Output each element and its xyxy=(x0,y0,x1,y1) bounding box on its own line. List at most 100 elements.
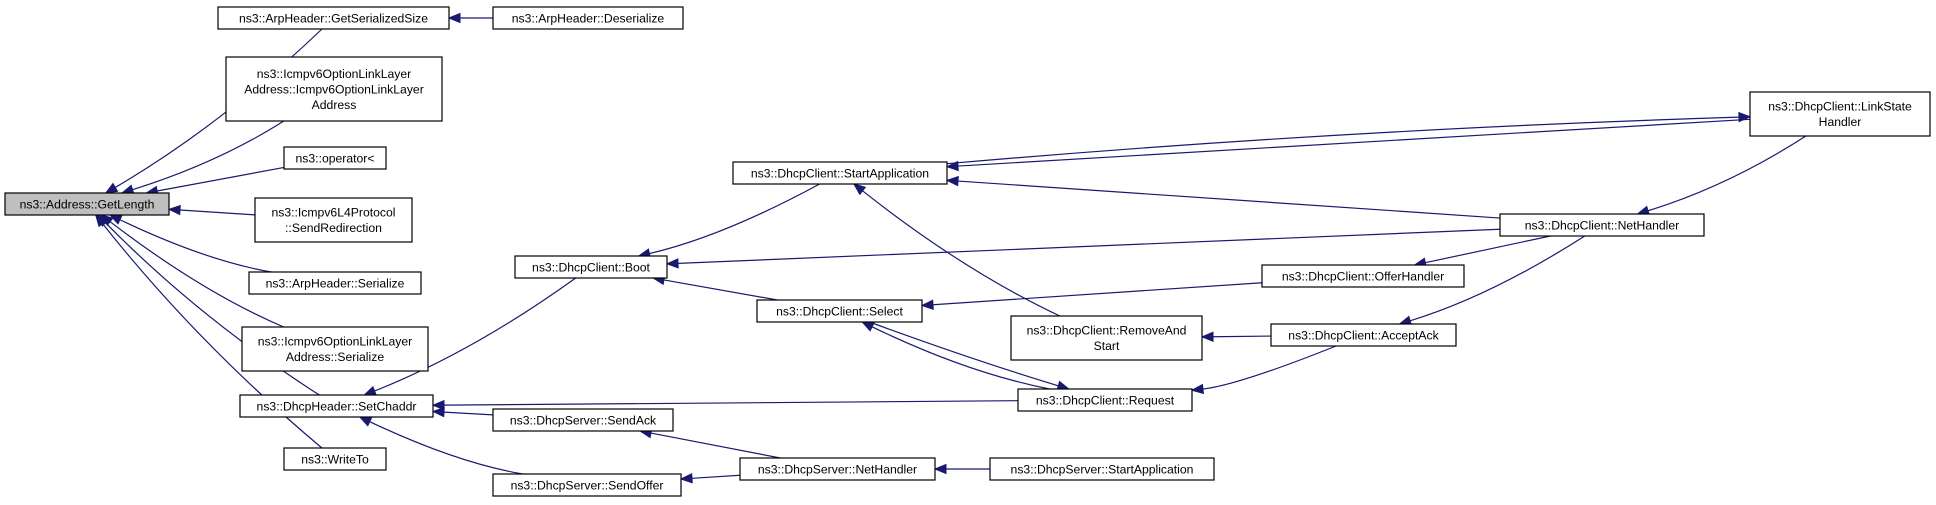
edge-line xyxy=(1425,235,1551,264)
node-label: ns3::WriteTo xyxy=(301,452,369,466)
node-box xyxy=(1017,388,1193,412)
edge-acceptack-to-request xyxy=(1190,345,1337,395)
node-label: ns3::DhcpClient::AcceptAck xyxy=(1288,328,1439,342)
edge-line xyxy=(102,223,323,449)
edge-sendredir-to-getlength xyxy=(167,204,256,216)
edge-line xyxy=(932,282,1263,306)
node-label: ns3::DhcpServer::NetHandler xyxy=(758,462,917,476)
arrowhead xyxy=(94,213,107,228)
node-arpdeser[interactable]: ns3::ArpHeader::Deserialize xyxy=(492,6,684,30)
node-label: ns3::Icmpv6OptionLinkLayer xyxy=(257,67,411,81)
node-offerhandler[interactable]: ns3::DhcpClient::OfferHandler xyxy=(1261,264,1465,288)
node-startapp[interactable]: ns3::DhcpClient::StartApplication xyxy=(732,161,948,185)
node-label: ns3::DhcpClient::Request xyxy=(1036,393,1175,407)
nodes-layer: ns3::Address::GetLength ns3::ArpHeader::G… xyxy=(4,6,1931,497)
edge-line xyxy=(946,116,1740,165)
node-box xyxy=(217,6,450,30)
node-box xyxy=(732,161,948,185)
node-label: Start xyxy=(1094,339,1120,353)
edge-line xyxy=(1647,135,1807,212)
edge-line xyxy=(1409,235,1586,322)
node-sendack[interactable]: ns3::DhcpServer::SendAck xyxy=(492,408,674,432)
node-label: ns3::DhcpClient::OfferHandler xyxy=(1282,269,1444,283)
node-acceptack[interactable]: ns3::DhcpClient::AcceptAck xyxy=(1270,323,1457,347)
edge-removeandstart-to-startapp xyxy=(852,183,1061,317)
node-label: ns3::DhcpServer::StartApplication xyxy=(1011,462,1194,476)
node-srvnethandler[interactable]: ns3::DhcpServer::NetHandler xyxy=(739,457,936,481)
node-label: ns3::DhcpHeader::SetChaddr xyxy=(257,399,417,413)
node-label: ns3::DhcpClient::RemoveAnd xyxy=(1027,324,1187,338)
node-label: ns3::Icmpv6OptionLinkLayer xyxy=(258,335,412,349)
node-label: ns3::DhcpClient::Select xyxy=(776,304,903,318)
edge-line xyxy=(114,28,323,188)
edge-arpgetsize-to-getlength xyxy=(104,28,323,194)
node-arpgetsize[interactable]: ns3::ArpHeader::GetSerializedSize xyxy=(217,6,450,30)
node-select[interactable]: ns3::DhcpClient::Select xyxy=(756,299,923,323)
node-writeto[interactable]: ns3::WriteTo xyxy=(283,447,387,471)
node-label: ns3::ArpHeader::Serialize xyxy=(266,276,405,290)
edge-arpdeser-to-arpgetsize xyxy=(447,12,493,24)
node-request[interactable]: ns3::DhcpClient::Request xyxy=(1017,388,1193,412)
node-box xyxy=(248,271,422,295)
node-setchaddr[interactable]: ns3::DhcpHeader::SetChaddr xyxy=(239,394,434,418)
node-label: Address xyxy=(312,98,357,112)
node-box xyxy=(283,447,387,471)
node-label: ns3::DhcpServer::SendOffer xyxy=(511,478,664,492)
node-box xyxy=(1749,91,1931,137)
node-label: ns3::operator< xyxy=(296,151,375,165)
node-label: ns3::Icmpv6L4Protocol xyxy=(272,206,396,220)
node-nethandler[interactable]: ns3::DhcpClient::NetHandler xyxy=(1499,213,1705,237)
arrowhead xyxy=(167,204,181,216)
arrowhead xyxy=(1200,331,1214,342)
node-sendredir[interactable]: ns3::Icmpv6L4Protocol::SendRedirection xyxy=(254,197,413,243)
node-oplt[interactable]: ns3::operator< xyxy=(283,146,387,170)
node-sendoffer[interactable]: ns3::DhcpServer::SendOffer xyxy=(492,473,682,497)
node-arpser[interactable]: ns3::ArpHeader::Serialize xyxy=(248,271,422,295)
edge-boot-to-setchaddr xyxy=(363,277,577,396)
edge-sendack-to-setchaddr xyxy=(431,406,494,418)
node-label: ns3::DhcpClient::LinkState xyxy=(1768,100,1912,114)
edge-linkstate-to-startapp xyxy=(945,118,1751,172)
edge-line xyxy=(871,326,1050,390)
edge-startapp-to-linkstate xyxy=(946,111,1752,165)
node-label: ns3::DhcpServer::SendAck xyxy=(510,413,657,427)
edge-line xyxy=(374,277,577,392)
arrowhead xyxy=(431,406,445,418)
edge-srvnethandler-to-sendack xyxy=(638,428,781,459)
node-boot[interactable]: ns3::DhcpClient::Boot xyxy=(514,255,668,279)
arrowhead xyxy=(945,160,959,172)
node-box xyxy=(241,326,429,372)
edge-line xyxy=(105,222,320,396)
edge-writeto-to-getlength xyxy=(94,213,323,449)
edge-startapp-to-boot xyxy=(637,183,820,259)
node-label: Address::Serialize xyxy=(286,350,384,364)
arrowhead xyxy=(920,299,934,310)
edge-line xyxy=(869,321,1059,387)
node-box xyxy=(1010,315,1203,361)
node-box xyxy=(225,56,443,122)
arrowhead xyxy=(363,385,377,396)
arrowhead xyxy=(1738,111,1752,123)
arrowhead xyxy=(104,182,119,194)
edge-request-to-select xyxy=(861,321,1050,390)
node-box xyxy=(756,299,923,323)
edge-line xyxy=(132,120,285,191)
edge-srvstartapp-to-srvnethandler xyxy=(933,463,990,475)
node-icmpctor[interactable]: ns3::Icmpv6OptionLinkLayerAddress::Icmpv… xyxy=(225,56,443,122)
node-icmpser[interactable]: ns3::Icmpv6OptionLinkLayerAddress::Seria… xyxy=(241,326,429,372)
arrowhead xyxy=(852,183,867,196)
edge-line xyxy=(649,183,820,255)
node-box xyxy=(254,197,413,243)
edge-line xyxy=(1202,345,1337,390)
node-getlength[interactable]: ns3::Address::GetLength xyxy=(4,192,170,216)
edge-line xyxy=(119,219,272,273)
node-box xyxy=(1499,213,1705,237)
edge-line xyxy=(691,474,741,479)
node-box xyxy=(1270,323,1457,347)
node-label: Handler xyxy=(1819,115,1862,129)
edge-nethandler-to-startapp xyxy=(945,175,1501,219)
node-srvstartapp[interactable]: ns3::DhcpServer::StartApplication xyxy=(989,457,1215,481)
arrowhead xyxy=(1190,383,1205,395)
